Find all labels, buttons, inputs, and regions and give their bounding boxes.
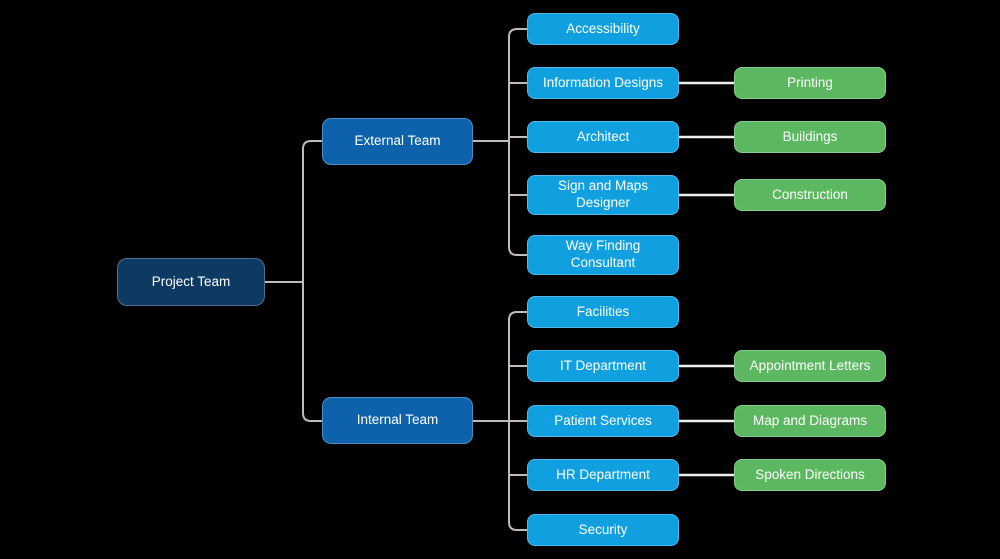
node-patient-services[interactable]: Patient Services (527, 405, 679, 437)
node-external-team[interactable]: External Team (322, 118, 473, 165)
connector-external-bus (508, 28, 527, 256)
node-printing[interactable]: Printing (734, 67, 886, 99)
node-construction[interactable]: Construction (734, 179, 886, 211)
node-sign-and-maps-designer[interactable]: Sign and Maps Designer (527, 175, 679, 215)
node-way-finding-consultant[interactable]: Way Finding Consultant (527, 235, 679, 275)
node-project-team[interactable]: Project Team (117, 258, 265, 306)
node-buildings[interactable]: Buildings (734, 121, 886, 153)
node-facilities[interactable]: Facilities (527, 296, 679, 328)
node-map-and-diagrams[interactable]: Map and Diagrams (734, 405, 886, 437)
node-information-designs[interactable]: Information Designs (527, 67, 679, 99)
node-spoken-directions[interactable]: Spoken Directions (734, 459, 886, 491)
node-internal-team[interactable]: Internal Team (322, 397, 473, 444)
node-hr-department[interactable]: HR Department (527, 459, 679, 491)
node-it-department[interactable]: IT Department (527, 350, 679, 382)
connector-team-bus (302, 140, 322, 422)
node-architect[interactable]: Architect (527, 121, 679, 153)
node-security[interactable]: Security (527, 514, 679, 546)
node-accessibility[interactable]: Accessibility (527, 13, 679, 45)
node-appointment-letters[interactable]: Appointment Letters (734, 350, 886, 382)
